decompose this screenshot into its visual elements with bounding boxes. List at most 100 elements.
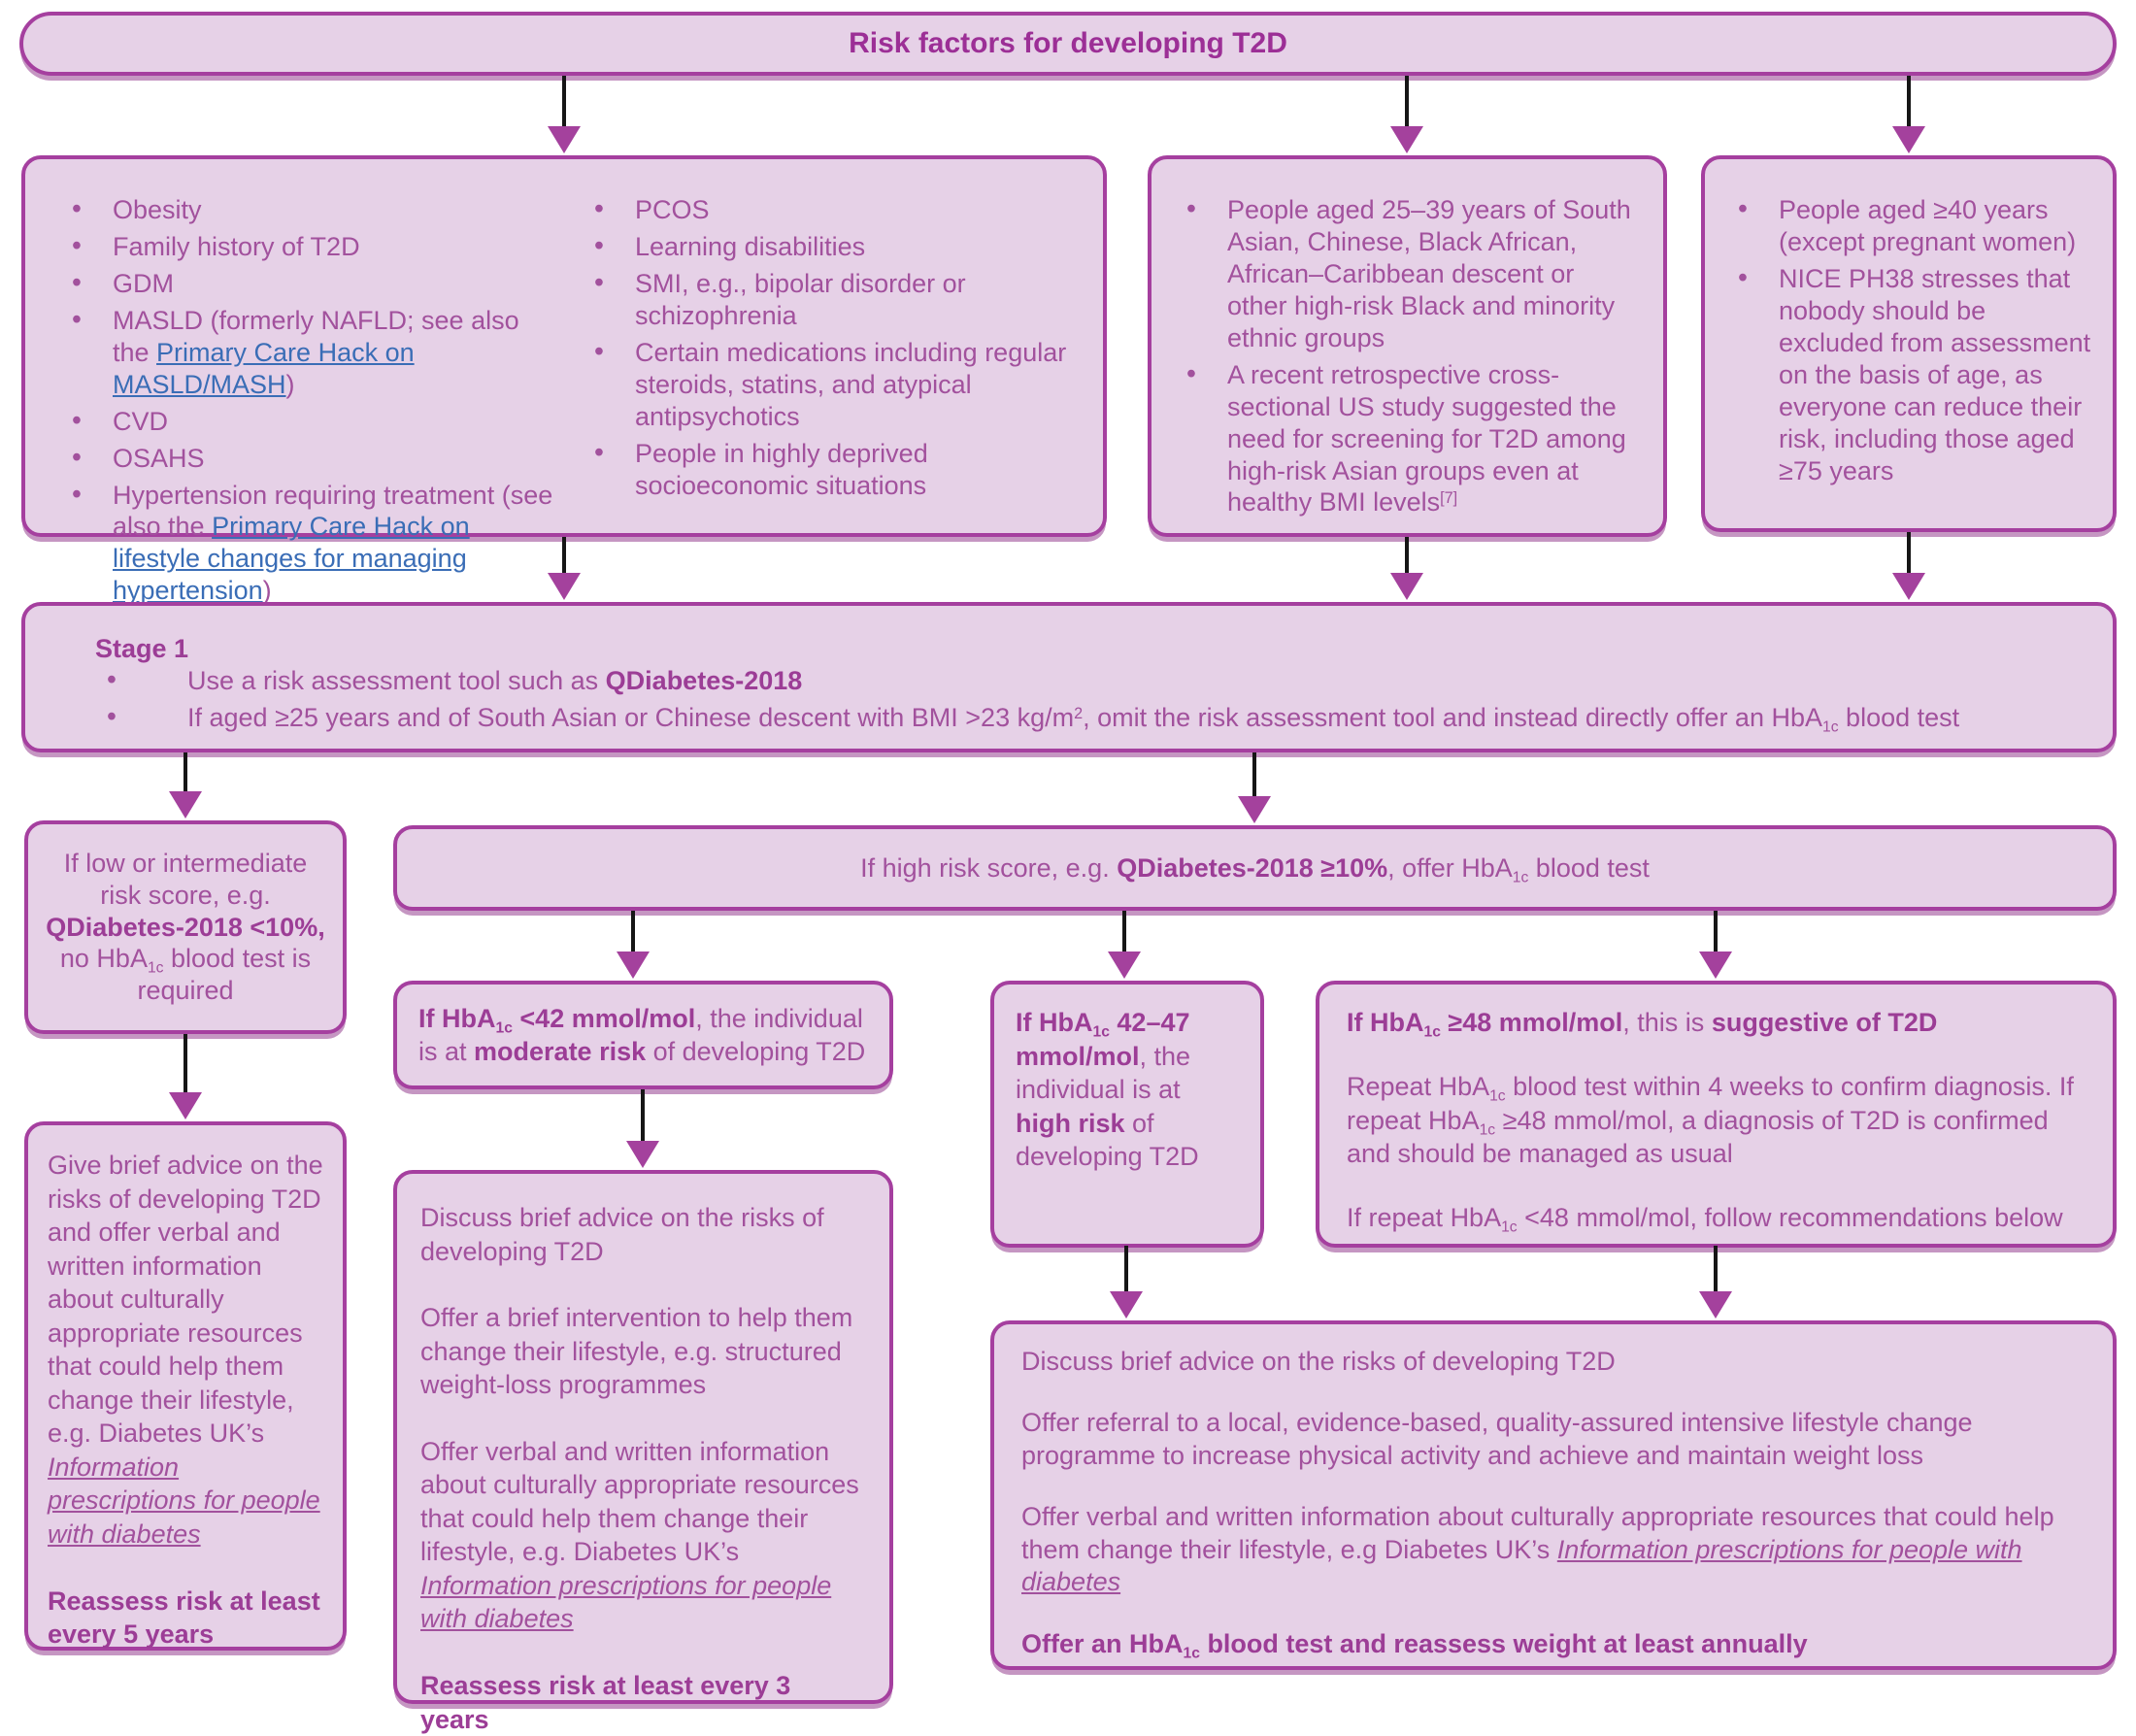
advice-moderate-p3: Offer verbal and written information abo… [420, 1436, 859, 1634]
subscript-text: 1c [495, 1019, 513, 1037]
flow-arrow [1405, 537, 1409, 573]
list-item: Learning disabilities [588, 229, 1084, 263]
advice-high-risk-box: Discuss brief advice on the risks of dev… [990, 1320, 2117, 1670]
list-item: NICE PH38 stresses that nobody should be… [1732, 261, 2095, 487]
flow-arrow [184, 752, 187, 791]
link[interactable]: Primary Care Hack on lifestyle changes f… [113, 512, 470, 606]
hba1c-lt42-box: If HbA1c <42 mmol/mol, the individual is… [393, 981, 893, 1089]
hba1c-lt42-text: If HbA1c <42 mmol/mol, the individual is… [418, 1004, 866, 1067]
list-item: Hypertension requiring treatment (see al… [66, 478, 561, 608]
advice-low-p1: Give brief advice on the risks of develo… [48, 1151, 323, 1550]
text-segment: Reassess risk at least every 5 years [48, 1586, 320, 1650]
low-risk-box: If low or intermediate risk score, e.g. … [24, 820, 347, 1034]
risk-factors-col2: PCOS Learning disabilities SMI, e.g., bi… [588, 192, 1084, 514]
hba1c-ge48-p1: If HbA1c ≥48 mmol/mol, this is suggestiv… [1347, 1008, 1938, 1041]
flow-arrow [184, 1034, 187, 1092]
flow-arrow [1907, 76, 1911, 126]
flow-arrow [631, 911, 635, 951]
high-risk-banner: If high risk score, e.g. QDiabetes-2018 … [393, 825, 2117, 911]
advice-high-p4: Offer an HbA1c blood test and reassess w… [1021, 1628, 2086, 1662]
hba1c-42-47-text: If HbA1c 42–47 mmol/mol, the individual … [1016, 1008, 1199, 1172]
advice-high-p1: Discuss brief advice on the risks of dev… [1021, 1347, 1616, 1376]
link[interactable]: Information prescriptions for people wit… [1021, 1534, 2022, 1597]
list-item: People aged 25–39 years of South Asian, … [1181, 192, 1640, 354]
text-segment: QDiabetes-2018 ≥10% [1117, 852, 1388, 883]
advice-moderate-risk-box: Discuss brief advice on the risks of dev… [393, 1170, 893, 1734]
text-segment: high risk [1016, 1108, 1125, 1138]
subscript-text: 1c [1479, 1121, 1496, 1139]
text-segment: 42–47 mmol/mol [1016, 1008, 1190, 1071]
text-segment: Reassess risk at least every 3 years [420, 1671, 791, 1734]
advice-low-risk-box: Give brief advice on the risks of develo… [24, 1121, 347, 1651]
list-item: PCOS [588, 192, 1084, 226]
subscript-text: 1c [1512, 869, 1529, 885]
list-item: CVD [66, 404, 561, 438]
list-item: GDM [66, 266, 561, 300]
advice-moderate-p4: Reassess risk at least every 3 years [420, 1669, 866, 1736]
age-box: People aged ≥40 years (except pregnant w… [1701, 155, 2117, 532]
text-segment: If HbA [418, 1004, 496, 1033]
link[interactable]: Information prescriptions for people wit… [420, 1570, 832, 1634]
text-segment: QDiabetes-2018 <10%, [46, 912, 325, 942]
flow-arrow [1252, 752, 1256, 796]
flow-arrow [641, 1089, 645, 1141]
flow-arrow [1907, 532, 1911, 573]
advice-high-p3: Offer verbal and written information abo… [1021, 1502, 2054, 1597]
age-list: People aged ≥40 years (except pregnant w… [1732, 192, 2095, 487]
text-segment: If HbA [1347, 1008, 1424, 1037]
hba1c-ge48-p2: Repeat HbA1c blood test within 4 weeks t… [1347, 1072, 2074, 1168]
subscript-text: 1c [1183, 1645, 1200, 1662]
list-item: OSAHS [66, 441, 561, 475]
low-risk-text: If low or intermediate risk score, e.g. … [46, 848, 325, 1006]
flow-arrow [562, 537, 566, 573]
text-segment: suggestive of T2D [1711, 1008, 1938, 1037]
list-item: Obesity [66, 192, 561, 226]
hba1c-ge48-box: If HbA1c ≥48 mmol/mol, this is suggestiv… [1316, 981, 2117, 1248]
stage1-list: Use a risk assessment tool such as QDiab… [95, 663, 2074, 736]
page-title: Risk factors for developing T2D [849, 26, 1287, 59]
list-item: MASLD (formerly NAFLD; see also the Prim… [66, 303, 561, 401]
flow-arrow [1405, 76, 1409, 126]
text-segment: <42 mmol/mol [512, 1004, 696, 1033]
risk-factors-box: Obesity Family history of T2D GDM MASLD … [21, 155, 1107, 605]
link[interactable]: Primary Care Hack on MASLD/MASH [113, 337, 415, 399]
flow-arrow [1714, 1246, 1718, 1291]
supscript-text: [7] [1440, 489, 1458, 508]
stage1-box: Stage 1 Use a risk assessment tool such … [21, 602, 2117, 752]
hba1c-ge48-p3: If repeat HbA1c <48 mmol/mol, follow rec… [1347, 1203, 2063, 1236]
ethnic-groups-list: People aged 25–39 years of South Asian, … [1181, 192, 1640, 519]
list-item: If aged ≥25 years and of South Asian or … [95, 700, 2074, 736]
text-segment: QDiabetes-2018 [605, 665, 803, 695]
subscript-text: 1c [1822, 718, 1839, 736]
hba1c-42-47-box: If HbA1c 42–47 mmol/mol, the individual … [990, 981, 1264, 1248]
list-item: People aged ≥40 years (except pregnant w… [1732, 192, 2095, 258]
stage1-heading: Stage 1 [95, 634, 189, 663]
subscript-text: 1c [1423, 1023, 1441, 1041]
list-item: Use a risk assessment tool such as QDiab… [95, 663, 2074, 697]
risk-factors-col1: Obesity Family history of T2D GDM MASLD … [66, 192, 588, 605]
advice-moderate-p1: Discuss brief advice on the risks of dev… [420, 1203, 824, 1266]
text-segment: blood test and reassess weight at least … [1199, 1628, 1808, 1658]
list-item: People in highly deprived socioeconomic … [588, 436, 1084, 502]
text-segment: ≥48 mmol/mol [1440, 1008, 1623, 1037]
link[interactable]: Information prescriptions for people wit… [48, 1452, 320, 1550]
subscript-text: 1c [1092, 1023, 1110, 1041]
list-item: SMI, e.g., bipolar disorder or schizophr… [588, 266, 1084, 332]
list-item: A recent retrospective cross-sectional U… [1181, 357, 1640, 519]
text-segment: Offer an HbA [1021, 1628, 1184, 1658]
list-item: Certain medications including regular st… [588, 335, 1084, 433]
high-risk-text: If high risk score, e.g. QDiabetes-2018 … [860, 852, 1650, 885]
flow-arrow [562, 76, 566, 126]
text-segment: If HbA [1016, 1008, 1093, 1037]
subscript-text: 1c [1501, 1219, 1518, 1236]
text-segment: moderate risk [474, 1037, 647, 1067]
list-item: Family history of T2D [66, 229, 561, 263]
title-banner: Risk factors for developing T2D [19, 12, 2117, 76]
ethnic-groups-box: People aged 25–39 years of South Asian, … [1148, 155, 1667, 537]
flow-arrow [1124, 1246, 1128, 1291]
flow-arrow [1122, 911, 1126, 951]
advice-high-p2: Offer referral to a local, evidence-base… [1021, 1408, 1973, 1470]
advice-low-p2: Reassess risk at least every 5 years [48, 1585, 323, 1652]
subscript-text: 1c [1489, 1087, 1506, 1105]
